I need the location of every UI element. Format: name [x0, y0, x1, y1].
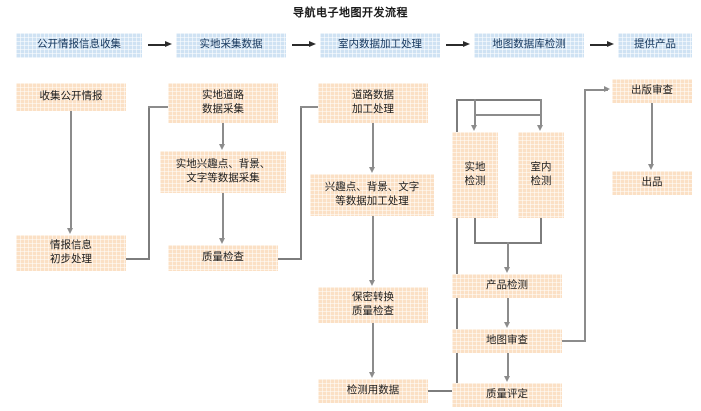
connector-merge-vr: [540, 218, 543, 244]
node-quality-check-field[interactable]: 质量检查: [168, 245, 278, 271]
connector-c3-to-c4-h: [428, 390, 458, 393]
connector-c4-to-c5-v: [584, 90, 586, 341]
stage-box-3[interactable]: 室内数据加工处理: [320, 33, 440, 58]
stage-box-4[interactable]: 地图数据库检测: [474, 33, 584, 58]
node-secure-convert-qc[interactable]: 保密转换 质量检查: [318, 287, 428, 323]
page-title: 导航电子地图开发流程: [293, 7, 408, 19]
arrowhead-field-inspection: [471, 125, 477, 131]
connector-c3-down-1: [372, 123, 374, 168]
node-map-review[interactable]: 地图审查: [452, 329, 562, 353]
node-test-data[interactable]: 检测用数据: [318, 379, 428, 403]
connector-c4-to-c5-h2: [584, 89, 608, 91]
connector-c2-down-1: [222, 123, 224, 145]
stage-box-5[interactable]: 提供产品: [618, 33, 692, 58]
stage-box-2[interactable]: 实地采集数据: [176, 33, 286, 58]
connector-c1-to-c2-v: [148, 107, 151, 260]
node-field-poi-collect[interactable]: 实地兴趣点、背景、 文字等数据采集: [160, 151, 286, 193]
connector-c3-down-2: [372, 216, 374, 281]
connector-c4-split-vl: [474, 99, 476, 115]
connector-c5-down: [651, 103, 653, 165]
node-product-inspection[interactable]: 产品检测: [452, 274, 562, 298]
arrowhead-c3-down-3: [369, 372, 375, 378]
connector-c1-down: [70, 111, 72, 229]
connector-c1-to-c2-h1: [126, 258, 150, 261]
node-publication-review[interactable]: 出版审查: [612, 79, 692, 103]
arrowhead-c2-down-2: [219, 238, 225, 244]
stage-arrow-2: [292, 39, 316, 51]
arrowhead-product-inspection: [504, 267, 510, 273]
arrowhead-c2-down-1: [219, 144, 225, 150]
arrowhead-indoor-inspection: [537, 125, 543, 131]
node-intel-preprocess[interactable]: 情报信息 初步处理: [16, 235, 126, 271]
connector-c3-to-c4-v: [456, 99, 459, 392]
stage-arrow-4: [590, 39, 614, 51]
arrowhead-publication-review: [604, 86, 610, 92]
connector-c3-down-3: [372, 323, 374, 373]
connector-merge-vl: [474, 218, 477, 244]
node-collect-open-intel[interactable]: 收集公开情报: [16, 83, 126, 111]
connector-c2-to-c3-h2: [300, 106, 322, 108]
node-field-inspection[interactable]: 实地 检测: [452, 132, 498, 218]
connector-c4-drop-right: [540, 99, 542, 126]
node-road-data-process[interactable]: 道路数据 加工处理: [318, 83, 428, 123]
connector-c4-down-2: [507, 353, 509, 377]
node-quality-rating[interactable]: 质量评定: [452, 383, 562, 407]
connector-c1-to-c2-h2: [148, 106, 172, 108]
connector-c4-drop-left: [474, 114, 476, 126]
connector-merge-down: [507, 242, 509, 268]
connector-c4-down-1: [507, 298, 509, 323]
node-indoor-inspection[interactable]: 室内 检测: [518, 132, 564, 218]
arrowhead-c3-down-2: [369, 280, 375, 286]
arrowhead-map-review: [504, 322, 510, 328]
connector-c2-to-c3-v: [300, 107, 303, 260]
node-output-product[interactable]: 出品: [612, 171, 692, 195]
stage-arrow-1: [148, 39, 172, 51]
arrowhead-output-product: [648, 164, 654, 170]
arrowhead-c1-down: [67, 228, 73, 234]
connector-c2-to-c3-h1: [278, 258, 302, 261]
connector-c2-down-2: [222, 193, 224, 239]
connector-c4-split-h: [474, 114, 542, 116]
stage-box-1[interactable]: 公开情报信息收集: [16, 33, 142, 58]
connector-c4-top-h: [456, 99, 542, 102]
arrowhead-c3-down-1: [369, 167, 375, 173]
arrowhead-quality-rating: [504, 376, 510, 382]
node-poi-data-process[interactable]: 兴趣点、背景、文字 等数据加工处理: [310, 174, 434, 216]
connector-c4-to-c5-h1: [562, 340, 586, 342]
node-field-road-collect[interactable]: 实地道路 数据采集: [168, 83, 278, 123]
stage-arrow-3: [446, 39, 470, 51]
